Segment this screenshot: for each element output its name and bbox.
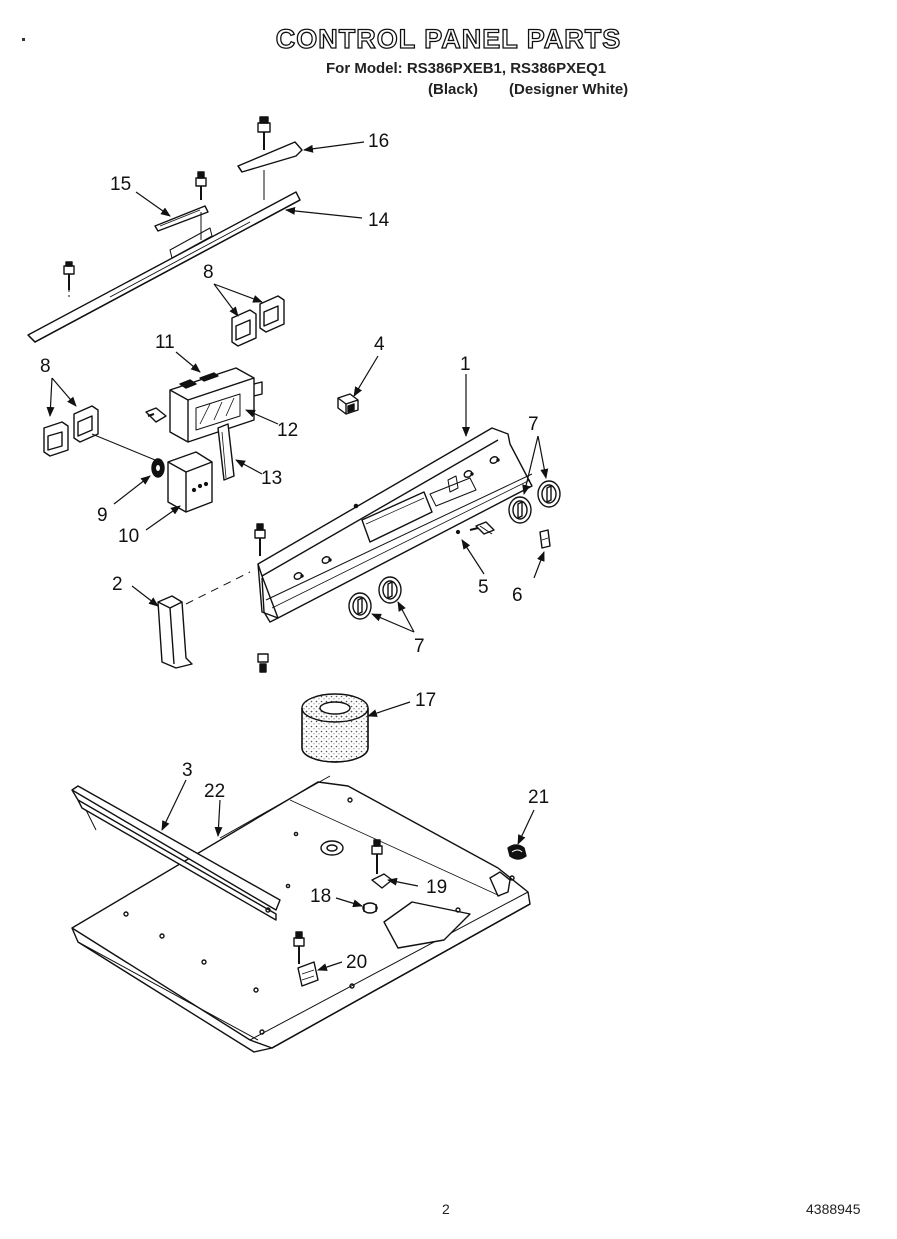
page-title: CONTROL PANEL PARTS bbox=[275, 23, 622, 54]
callout-labels: 16 15 14 8 11 4 1 8 7 12 13 9 10 2 5 6 7… bbox=[40, 131, 549, 973]
document-number: 4388945 bbox=[806, 1201, 861, 1217]
callout-19: 19 bbox=[426, 877, 447, 898]
callout-5: 5 bbox=[478, 577, 489, 598]
end-cap-part-2 bbox=[157, 571, 251, 669]
callout-15: 15 bbox=[110, 174, 131, 195]
callout-16: 16 bbox=[368, 131, 389, 152]
switch-box-part-10 bbox=[167, 451, 213, 513]
knob-part-7-right bbox=[508, 480, 561, 524]
screw-icon bbox=[371, 839, 383, 874]
control-panel-part-1 bbox=[257, 427, 533, 623]
callout-20: 20 bbox=[346, 952, 367, 973]
callout-17: 17 bbox=[415, 690, 436, 711]
model-line: For Model: RS386PXEB1, RS386PXEQ1 bbox=[326, 60, 607, 77]
callout-10: 10 bbox=[118, 526, 139, 547]
callout-7-lower: 7 bbox=[414, 636, 425, 657]
callout-7-right: 7 bbox=[528, 414, 539, 435]
clip-part-21 bbox=[507, 844, 527, 860]
base-plate-part-22 bbox=[71, 775, 531, 1053]
color-white-label: (Designer White) bbox=[509, 81, 629, 98]
bracket-part-8-upper bbox=[231, 295, 285, 347]
callout-13: 13 bbox=[261, 468, 282, 489]
callout-4: 4 bbox=[374, 334, 385, 355]
electronic-control-part-11 bbox=[169, 367, 263, 443]
callout-11: 11 bbox=[155, 332, 175, 353]
screw-icon bbox=[145, 407, 167, 423]
clip-part-6 bbox=[539, 529, 551, 549]
insulation-part-17 bbox=[301, 693, 369, 763]
clip-part-15 bbox=[154, 205, 209, 232]
callout-9: 9 bbox=[97, 505, 108, 526]
knob-part-7-lower bbox=[348, 576, 402, 620]
callout-18: 18 bbox=[310, 886, 331, 907]
screw-icon bbox=[195, 171, 207, 240]
trim-strip-part-13 bbox=[217, 423, 235, 481]
top-bracket-part-14 bbox=[27, 191, 301, 343]
callout-8-left: 8 bbox=[40, 356, 51, 377]
screw-icon bbox=[257, 116, 271, 200]
leader-lines bbox=[46, 141, 549, 971]
screw-icon bbox=[257, 653, 269, 673]
callout-12: 12 bbox=[277, 420, 298, 441]
connector-part-4 bbox=[337, 393, 359, 415]
corner-mark bbox=[22, 38, 25, 41]
bracket-part-8-left bbox=[43, 405, 161, 463]
washer-part-9 bbox=[151, 458, 165, 478]
callout-22: 22 bbox=[204, 781, 225, 802]
color-black-label: (Black) bbox=[428, 81, 479, 98]
callout-21: 21 bbox=[528, 787, 549, 808]
sensor-part-20 bbox=[297, 961, 319, 987]
screw-icon bbox=[254, 523, 266, 556]
front-rail-part-3 bbox=[71, 785, 281, 921]
page-number: 2 bbox=[442, 1201, 450, 1217]
screw-icon bbox=[293, 931, 305, 964]
callout-2: 2 bbox=[112, 574, 123, 595]
thermostat-part-18 bbox=[362, 902, 378, 914]
callout-8-upper: 8 bbox=[203, 262, 214, 283]
callout-14: 14 bbox=[368, 210, 390, 231]
callout-1: 1 bbox=[460, 354, 471, 375]
screw-icon bbox=[469, 521, 495, 535]
clip-part-16 bbox=[237, 141, 303, 173]
callout-3: 3 bbox=[182, 760, 193, 781]
callout-6: 6 bbox=[512, 585, 523, 606]
screw-icon bbox=[63, 261, 75, 300]
